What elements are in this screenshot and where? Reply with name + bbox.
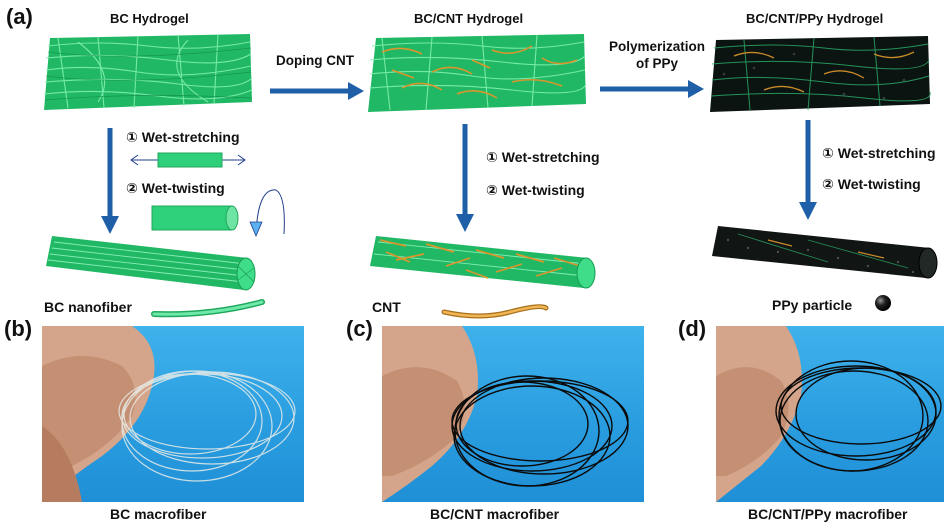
bc-cnt-ppy-hydrogel-slab bbox=[710, 36, 931, 112]
legend-cnt: CNT bbox=[372, 299, 401, 315]
step-wet-twisting-2: ② Wet-twisting bbox=[486, 182, 585, 198]
arrow-label-polymerization-line1: Polymerization bbox=[608, 39, 706, 54]
down-arrow-1 bbox=[101, 128, 119, 234]
step-wet-stretching-2: ① Wet-stretching bbox=[486, 149, 600, 165]
step-wet-twisting-3: ② Wet-twisting bbox=[822, 176, 921, 192]
ppy-particle-icon bbox=[875, 295, 891, 311]
title-bc-hydrogel: BC Hydrogel bbox=[110, 11, 189, 26]
photo-bc-cnt-ppy-macrofiber-art bbox=[716, 326, 942, 502]
caption-bc-macrofiber: BC macrofiber bbox=[110, 506, 207, 522]
bc-cnt-hydrogel-slab bbox=[368, 34, 587, 112]
step-wet-twisting-1: ② Wet-twisting bbox=[126, 180, 225, 196]
bc-cnt-macrofiber-model bbox=[370, 236, 596, 289]
photo-bc-cnt-ppy-macrofiber bbox=[716, 326, 944, 502]
arrow-label-polymerization: Polymerization of PPy bbox=[597, 38, 717, 72]
cnt-icon bbox=[441, 304, 549, 319]
bc-cnt-ppy-macrofiber-model bbox=[712, 226, 938, 279]
bc-hydrogel-slab bbox=[43, 34, 253, 110]
legend-bc-nanofiber: BC nanofiber bbox=[44, 299, 132, 315]
title-bc-cnt-ppy-hydrogel: BC/CNT/PPy Hydrogel bbox=[746, 11, 884, 26]
stretching-illustration bbox=[130, 152, 246, 168]
twisting-illustration bbox=[151, 189, 285, 238]
panel-label-a: (a) bbox=[6, 4, 33, 29]
photo-bc-cnt-macrofiber bbox=[382, 326, 644, 502]
arrow-polymerization bbox=[600, 80, 704, 98]
photo-bc-macrofiber bbox=[42, 326, 304, 502]
arrow-label-polymerization-line2: of PPy bbox=[635, 56, 678, 71]
down-arrow-3 bbox=[799, 120, 817, 220]
panel-label-c: (c) bbox=[346, 316, 373, 341]
caption-bc-cnt-macrofiber: BC/CNT macrofiber bbox=[430, 506, 560, 522]
panel-label-d: (d) bbox=[678, 316, 707, 341]
panel-label-b: (b) bbox=[4, 316, 33, 341]
caption-bc-cnt-ppy-macrofiber: BC/CNT/PPy macrofiber bbox=[748, 506, 908, 522]
arrow-doping bbox=[270, 82, 364, 100]
down-arrow-2 bbox=[456, 124, 474, 232]
step-wet-stretching-1: ① Wet-stretching bbox=[126, 129, 240, 145]
arrow-label-doping: Doping CNT bbox=[276, 53, 354, 68]
legend-ppy-particle: PPy particle bbox=[772, 297, 853, 313]
bc-nanofiber-icon bbox=[151, 299, 265, 318]
photo-bc-cnt-macrofiber-art bbox=[382, 326, 629, 502]
photo-bc-macrofiber-art bbox=[42, 326, 296, 502]
title-bc-cnt-hydrogel: BC/CNT Hydrogel bbox=[414, 11, 524, 26]
step-wet-stretching-3: ① Wet-stretching bbox=[822, 145, 936, 161]
bc-macrofiber-model bbox=[46, 236, 256, 291]
